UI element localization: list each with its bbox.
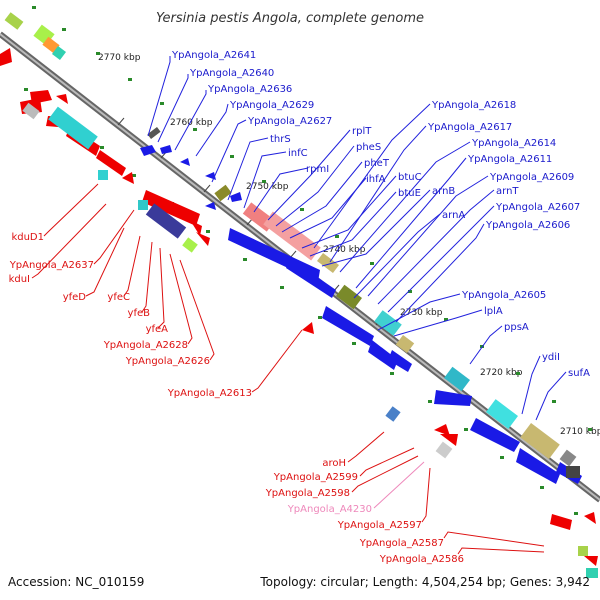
forward-features <box>140 145 582 484</box>
tick-label: 2750 kbp <box>246 182 289 192</box>
gene-label: btuC <box>398 172 422 183</box>
gene-label: btuE <box>398 188 421 199</box>
gene-label: YpAngola_A2626 <box>125 356 210 367</box>
gene-label: kduD1 <box>11 232 44 243</box>
gene-label: YpAngola_A2629 <box>229 100 314 111</box>
forward-labels: YpAngola_A2641 YpAngola_A2640 YpAngola_A… <box>171 50 590 379</box>
gene-label: YpAngola_A2606 <box>485 220 570 231</box>
gene-label: YpAngola_A2605 <box>461 290 546 301</box>
reverse-colored-genes <box>4 12 598 578</box>
gene-label: YpAngola_A2613 <box>167 388 252 399</box>
tick-label: 2730 kbp <box>400 308 443 318</box>
gene-label: yfeC <box>107 292 130 303</box>
gene-label: rplT <box>352 126 372 137</box>
reverse-labels: kduD1 YpAngola_A2637 kduI yfeD yfeC yfeB… <box>9 232 464 565</box>
accession-text: Accession: NC_010159 <box>8 575 144 589</box>
tick-labels: 2770 kbp 2760 kbp 2750 kbp 2740 kbp 2730… <box>98 53 600 437</box>
gene-label: YpAngola_A2627 <box>247 116 332 127</box>
summary-text: Topology: circular; Length: 4,504,254 bp… <box>259 575 590 589</box>
tick-label: 2720 kbp <box>480 368 523 378</box>
gene-label: arnB <box>432 186 455 197</box>
gene-label: ihfA <box>366 174 386 185</box>
gene-label: sufA <box>568 368 590 379</box>
gene-label: YpAngola_A2611 <box>467 154 552 165</box>
gene-label: YpAngola_A2598 <box>265 488 350 499</box>
gene-label: YpAngola_A2587 <box>359 538 444 549</box>
gene-label: YpAngola_A2609 <box>489 172 574 183</box>
gene-label: YpAngola_A2637 <box>9 260 94 271</box>
gene-label: YpAngola_A2640 <box>189 68 274 79</box>
gene-label: yfeA <box>146 324 169 335</box>
gene-label: YpAngola_A2641 <box>171 50 256 61</box>
gene-label: ydiI <box>542 352 560 363</box>
gene-label: ppsA <box>504 322 529 333</box>
gene-label: lplA <box>484 306 503 317</box>
gene-label: yfeB <box>128 308 151 319</box>
forward-leaders <box>147 56 567 421</box>
tick-label: 2770 kbp <box>98 53 141 63</box>
tick-mark <box>117 117 125 126</box>
gene-label: YpAngola_A2614 <box>471 138 556 149</box>
forward-colored-genes <box>147 126 580 478</box>
gene-label: thrS <box>270 134 291 145</box>
tick-label: 2740 kbp <box>323 245 366 255</box>
gene-label: YpAngola_A2597 <box>337 520 422 531</box>
gene-label: YpAngola_A2607 <box>495 202 580 213</box>
gene-label: aroH <box>322 458 346 469</box>
gene-label: pheS <box>356 142 381 153</box>
gene-label: YpAngola_A2599 <box>273 472 358 483</box>
map-title: Yersinia pestis Angola, complete genome <box>156 11 424 26</box>
gene-label: arnA <box>442 210 465 221</box>
tick-mark <box>203 184 211 193</box>
gene-label: infC <box>288 148 308 159</box>
pseudo-leader <box>373 461 425 509</box>
gene-label: arnT <box>496 186 519 197</box>
gene-label: YpAngola_A2586 <box>379 554 464 565</box>
gene-label: rpmI <box>306 164 329 175</box>
gene-label: YpAngola_A2636 <box>207 84 292 95</box>
gene-label: YpAngola_A2628 <box>103 340 188 351</box>
tick-label: 2760 kbp <box>170 118 213 128</box>
gene-label: YpAngola_A2617 <box>427 122 512 133</box>
reverse-leaders <box>31 183 545 555</box>
tick-label: 2710 kbp <box>560 427 600 437</box>
gene-label: pheT <box>364 158 390 169</box>
gene-label: YpAngola_A2618 <box>431 100 516 111</box>
gene-label: kduI <box>9 274 30 285</box>
gene-label: YpAngola_A4230 <box>287 504 372 515</box>
gene-label: yfeD <box>63 292 87 303</box>
